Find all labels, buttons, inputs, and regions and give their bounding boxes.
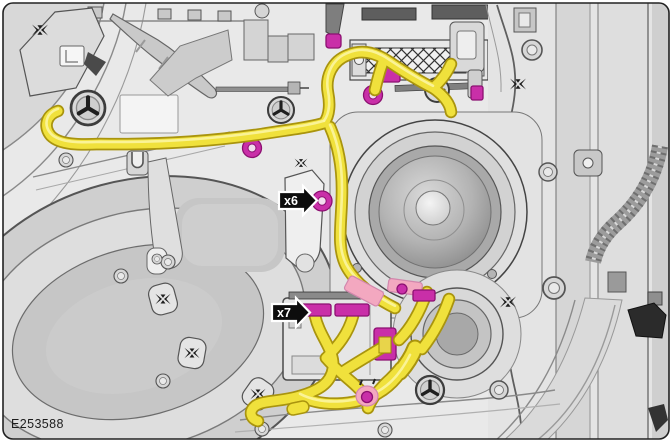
harness-clip bbox=[325, 33, 342, 49]
harness-tape bbox=[343, 275, 385, 307]
screw-fastener bbox=[71, 91, 105, 125]
callout-x7-arrow bbox=[270, 295, 312, 330]
callout-x7: x7 bbox=[270, 295, 312, 330]
bracket-notch bbox=[59, 45, 85, 67]
panel-cutout bbox=[119, 94, 179, 134]
door-speaker bbox=[342, 119, 528, 305]
screw-fastener bbox=[266, 95, 296, 125]
callout-x6-arrow bbox=[277, 183, 319, 218]
highlighted-connectors bbox=[300, 275, 436, 407]
callout-x6: x6 bbox=[277, 183, 319, 218]
rail-hole bbox=[254, 3, 270, 19]
latch-bracket bbox=[449, 21, 485, 99]
figure-id-label: E253588 bbox=[11, 417, 64, 431]
connector-terminal bbox=[378, 336, 392, 354]
callout-x7-label: x7 bbox=[277, 306, 291, 320]
harness-clip bbox=[396, 283, 408, 295]
harness-retainer bbox=[355, 378, 379, 407]
callouts: x6 x7 bbox=[270, 183, 319, 330]
callout-x6-label: x6 bbox=[284, 194, 298, 208]
screw-fastener bbox=[414, 374, 446, 406]
corner-hardware bbox=[648, 404, 668, 432]
harness-connector-x7 bbox=[334, 303, 370, 317]
window-slot bbox=[361, 7, 417, 21]
harness-end-stub bbox=[286, 400, 310, 416]
right-door-jamb bbox=[485, 3, 669, 439]
corrugated-wiring-boot bbox=[585, 144, 668, 264]
lock-rod bbox=[215, 86, 289, 92]
bracket-shadow bbox=[84, 52, 106, 76]
harness-connector bbox=[470, 85, 484, 101]
speaker-dust-cap bbox=[415, 190, 451, 226]
center-bracket bbox=[284, 169, 325, 273]
jamb-lower-band bbox=[500, 297, 623, 439]
latch-striker bbox=[627, 302, 667, 339]
harness-clip bbox=[412, 289, 436, 302]
rod-connector bbox=[287, 81, 301, 95]
top-center-hardware bbox=[149, 3, 345, 97]
harness-grommet bbox=[241, 137, 263, 159]
wiring-harness bbox=[47, 50, 451, 421]
